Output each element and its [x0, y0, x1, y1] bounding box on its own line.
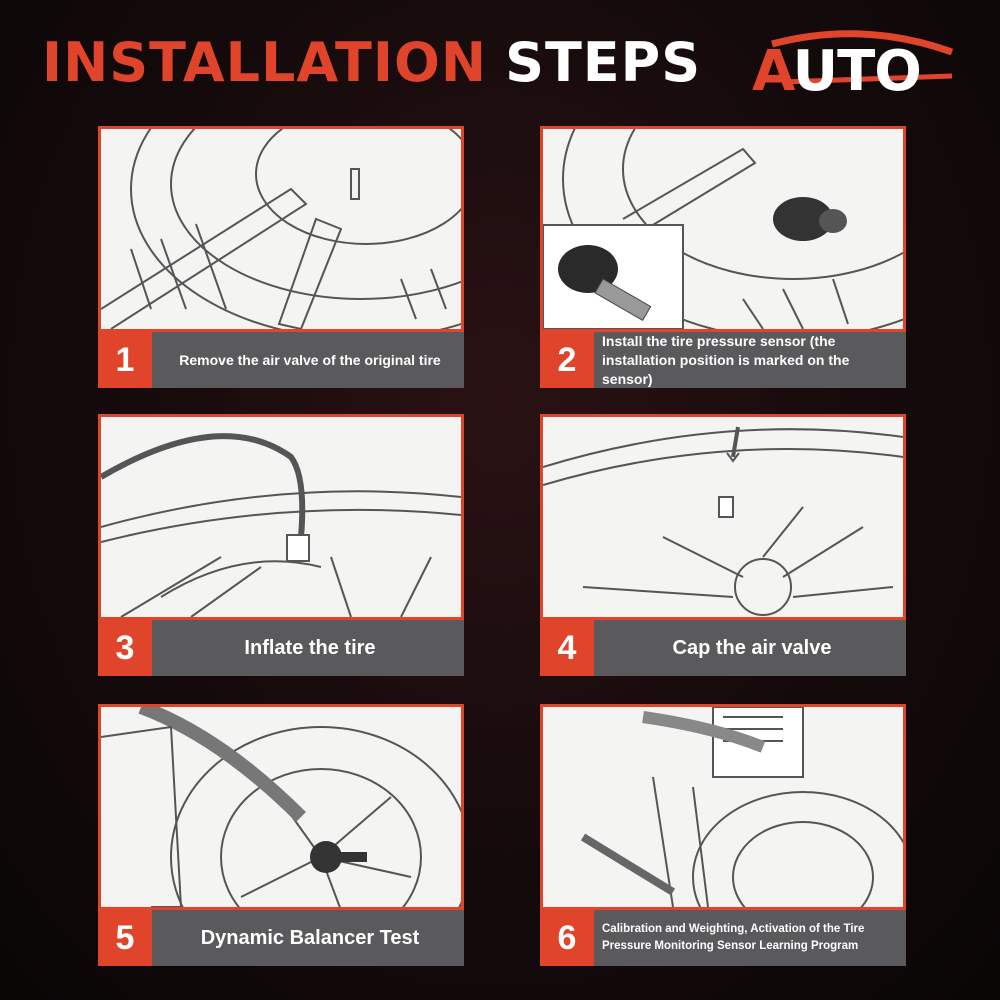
inflate-tire-drawing — [101, 433, 461, 617]
step-3-caption-bar: 3 Inflate the tire — [98, 620, 464, 676]
step-4-text: Cap the air valve — [672, 636, 832, 659]
logo-text: AUTO — [752, 39, 922, 104]
step-4-illustration — [540, 414, 906, 620]
step-1-illustration — [98, 126, 464, 332]
logo-swoosh-icon — [771, 30, 954, 85]
title-steps: STEPS — [505, 31, 702, 94]
step-4-number: 4 — [540, 620, 594, 676]
step-3-illustration — [98, 414, 464, 620]
step-4-caption-bar: 4 Cap the air valve — [540, 620, 906, 676]
step-2-number: 2 — [540, 332, 594, 388]
logo-letters-uto: UTO — [792, 39, 922, 104]
step-2-caption-bar: 2 Install the tire pressure sensor (the … — [540, 332, 906, 388]
step-3-text: Inflate the tire — [244, 636, 376, 659]
calibration-drawing — [580, 707, 903, 907]
title-installation: INSTALLATION — [42, 31, 488, 94]
remove-valve-drawing — [101, 129, 461, 329]
step-5-illustration — [98, 704, 464, 910]
cap-valve-drawing — [543, 426, 903, 616]
header: INSTALLATION STEPS AUTO — [0, 0, 1000, 120]
step-2-illustration — [540, 126, 906, 332]
step-5-number: 5 — [98, 910, 152, 966]
logo-letter-a: A — [752, 39, 794, 104]
step-5-text: Dynamic Balancer Test — [200, 926, 420, 949]
step-1-caption-bar: 1 Remove the air valve of the original t… — [98, 332, 464, 388]
step-6-illustration — [540, 704, 906, 910]
step-6-text: Calibration and Weighting, Activation of… — [602, 923, 865, 952]
balancer-test-drawing — [101, 707, 461, 907]
step-3-number: 3 — [98, 620, 152, 676]
install-sensor-drawing — [543, 129, 903, 329]
page-title: INSTALLATION STEPS — [42, 30, 701, 96]
step-6-caption-bar: 6 Calibration and Weighting, Activation … — [540, 910, 906, 966]
step-1-text: Remove the air valve of the original tir… — [179, 352, 441, 368]
step-5-caption-bar: 5 Dynamic Balancer Test — [98, 910, 464, 966]
step-1-number: 1 — [98, 332, 152, 388]
brand-logo: AUTO — [752, 22, 962, 112]
step-6-number: 6 — [540, 910, 594, 966]
step-2-text: Install the tire pressure sensor (the in… — [602, 332, 850, 387]
